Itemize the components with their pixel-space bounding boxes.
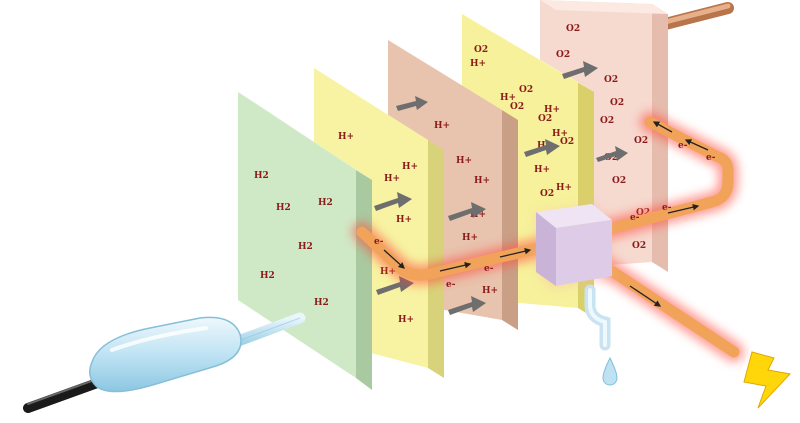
- proton-label: H+: [462, 233, 478, 243]
- gas-bottle-icon: [23, 312, 306, 413]
- hydrogen-plate-labels: H2 H2 H2 H2 H2 H2: [254, 171, 333, 308]
- proton-label: H+: [482, 286, 498, 296]
- proton-label: H+: [470, 210, 486, 220]
- proton-label: H+: [544, 105, 560, 115]
- proton-arrow: [524, 139, 560, 157]
- oxygen-label: O2: [474, 45, 488, 55]
- proton-label: H+: [434, 121, 450, 131]
- oxygen-label: O2: [560, 137, 574, 147]
- proton-arrow: [562, 61, 598, 79]
- electron-direction-arrows: [383, 121, 709, 307]
- proton-label: H+: [402, 162, 418, 172]
- proton-arrow: [448, 202, 486, 221]
- oxygen-label: O2: [604, 153, 618, 163]
- proton-label: H+: [456, 156, 472, 166]
- electron-label: e-: [662, 203, 672, 213]
- water-drop-icon: [602, 356, 618, 386]
- proton-label: H+: [474, 176, 490, 186]
- electron-labels: e- e- e- e- e- e- e-: [374, 141, 716, 290]
- proton-label: H+: [338, 132, 354, 142]
- lightning-bolt-icon: [743, 351, 791, 409]
- proton-label: H+: [396, 215, 412, 225]
- water-outlet: [584, 284, 611, 351]
- proton-label: H+: [500, 93, 516, 103]
- proton-arrow: [448, 296, 486, 315]
- proton-label: H+: [398, 315, 414, 325]
- proton-arrow: [396, 96, 428, 111]
- hydrogen-label: H2: [318, 198, 333, 208]
- hydrogen-label: H2: [314, 298, 329, 308]
- hydrogen-label: H2: [276, 203, 291, 213]
- oxygen-label: O2: [510, 102, 524, 112]
- oxygen-label: O2: [632, 241, 646, 251]
- anode-plate-labels: H+ H+ H+ H+ H+ H+: [338, 132, 418, 325]
- hydrogen-label: H2: [254, 171, 269, 181]
- electron-label: e-: [484, 264, 494, 274]
- oxygen-label: O2: [612, 176, 626, 186]
- oxygen-label: O2: [604, 75, 618, 85]
- proton-label: H+: [534, 165, 550, 175]
- electron-label: e-: [678, 141, 688, 151]
- load-cube-icon: [536, 204, 612, 290]
- oxygen-label: O2: [610, 98, 624, 108]
- proton-label: H+: [556, 183, 572, 193]
- hydrogen-label: H2: [260, 271, 275, 281]
- electron-label: e-: [446, 280, 456, 290]
- oxygen-label: O2: [556, 50, 570, 60]
- oxygen-label: O2: [538, 114, 552, 124]
- electron-label: e-: [374, 237, 384, 247]
- oxygen-label: O2: [600, 116, 614, 126]
- membrane-plate-labels: H+ H+ H+ H+ H+ H+: [434, 121, 498, 296]
- proton-label: H+: [552, 129, 568, 139]
- proton-arrow: [374, 192, 412, 211]
- oxygen-label: O2: [634, 136, 648, 146]
- electron-label: e-: [630, 213, 640, 223]
- proton-label: H+: [380, 267, 396, 277]
- oxygen-label: O2: [566, 24, 580, 34]
- hydrogen-label: H2: [298, 242, 313, 252]
- proton-arrow: [596, 146, 628, 162]
- proton-label: H+: [384, 174, 400, 184]
- proton-label: H+: [470, 59, 486, 69]
- electron-label: e-: [706, 153, 716, 163]
- oxygen-label: O2: [519, 85, 533, 95]
- oxygen-label: O2: [540, 189, 554, 199]
